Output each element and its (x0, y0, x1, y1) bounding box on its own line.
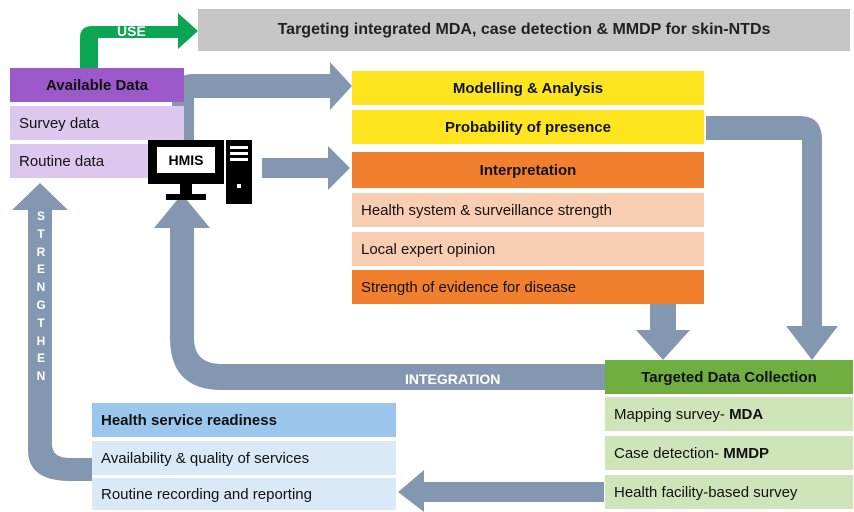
strengthen-letter: T (37, 226, 45, 241)
availability-row: Availability & quality of services (92, 441, 396, 475)
integration-arrow (154, 194, 605, 390)
strengthen-letter: E (36, 351, 45, 366)
strength-evidence-row: Strength of evidence for disease (352, 270, 704, 304)
modelling-analysis-box: Modelling & Analysis (352, 71, 704, 105)
survey-data-row: Survey data (10, 106, 184, 140)
strengthen-letter: S (36, 209, 45, 223)
case-bold: MMDP (723, 444, 770, 462)
case-prefix: Case detection- (614, 444, 724, 462)
probability-box: Probability of presence (352, 110, 704, 144)
use-label: USE (117, 23, 146, 39)
strengthen-letter: E (36, 262, 45, 277)
arrow-to-readiness (398, 470, 604, 512)
hmis-label: HMIS (157, 147, 215, 173)
arrow-to-modelling (172, 62, 352, 148)
strengthen-letter: N (36, 369, 46, 384)
mapping-prefix: Mapping survey- (614, 405, 730, 423)
arrow-to-interpretation (262, 146, 350, 190)
health-system-row: Health system & surveillance strength (352, 193, 704, 227)
available-data-header: Available Data (10, 68, 184, 102)
strengthen-letter: R (36, 244, 46, 259)
mapping-bold: MDA (729, 405, 764, 423)
local-expert-row: Local expert opinion (352, 232, 704, 266)
strengthen-arrow (12, 183, 92, 481)
routine-recording-row: Routine recording and reporting (92, 478, 396, 510)
arrow-probability-to-targeted (706, 116, 838, 360)
mapping-survey-row: Mapping survey- MDA (605, 397, 853, 431)
arrow-evidence-to-targeted (636, 304, 690, 360)
strengthen-letter: T (37, 315, 45, 330)
interpretation-header: Interpretation (352, 152, 704, 188)
readiness-header: Health service readiness (92, 403, 396, 437)
targeted-collection-header: Targeted Data Collection (605, 360, 853, 394)
strengthen-letter: H (36, 333, 46, 348)
strengthen-letter: N (36, 280, 46, 295)
case-detection-row: Case detection- MMDP (605, 436, 853, 470)
facility-survey-row: Health facility-based survey (605, 475, 853, 509)
strengthen-letter: G (36, 297, 46, 312)
use-arrow (80, 13, 198, 68)
integration-label: INTEGRATION (405, 371, 501, 387)
banner-targeting: Targeting integrated MDA, case detection… (198, 9, 850, 51)
